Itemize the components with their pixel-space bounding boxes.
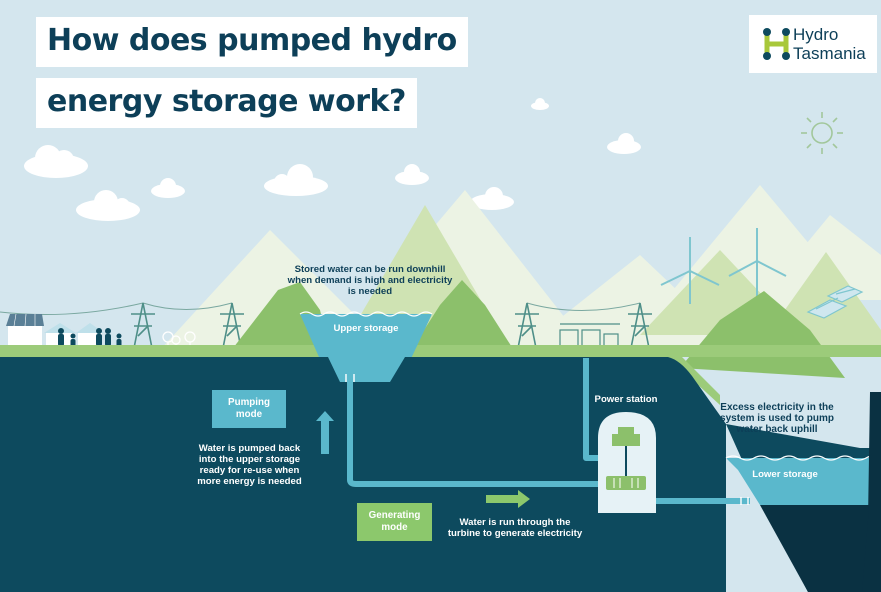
right-arrow-icon [486, 490, 530, 508]
pylon [628, 302, 652, 349]
cloud [151, 178, 185, 198]
pipe-inlets [345, 374, 749, 505]
pumping-caption: Water is pumped back into the upper stor… [191, 443, 308, 487]
upper-storage-label: Upper storage [333, 323, 399, 334]
sun-icon [801, 112, 843, 154]
cloud [395, 164, 429, 185]
pylon [220, 302, 244, 349]
power-station-label: Power station [594, 394, 658, 405]
caption-line: water back uphill [736, 424, 818, 435]
people [58, 328, 122, 347]
caption-line: into the upper storage [198, 454, 301, 465]
pylons [131, 302, 652, 349]
caption-line: more energy is needed [197, 476, 302, 487]
cloud [24, 145, 88, 178]
cloud [470, 187, 514, 210]
excess-electricity-caption: Excess electricity in the system is used… [715, 402, 839, 435]
caption-line: is needed [347, 286, 393, 297]
lower-storage-label: Lower storage [752, 469, 818, 480]
caption-line: when demand is high and electricity [287, 275, 453, 286]
hydro-tasmania-logo-icon [763, 28, 790, 60]
solar-panels [806, 285, 864, 319]
caption-line: ready for re-use when [199, 465, 300, 476]
caption-line: system is used to pump [720, 413, 834, 424]
cloud [531, 98, 549, 110]
wind-turbine [660, 237, 720, 304]
cloud [264, 164, 328, 196]
page-title-line-2: energy storage work? [36, 78, 417, 128]
grass-strip [0, 345, 881, 357]
pylon [131, 302, 155, 349]
page-title-line-1: How does pumped hydro [36, 17, 468, 67]
pylon [515, 302, 539, 349]
logo-line-1: Hydro [793, 25, 839, 44]
logo-text: Hydro Tasmania [793, 25, 866, 63]
badge-line: Generating [368, 510, 421, 521]
clouds [24, 98, 641, 221]
caption-line: Water is run through the [459, 517, 571, 528]
houses [6, 313, 104, 348]
caption-line: Water is pumped back [198, 443, 301, 454]
dam-wall [862, 392, 881, 592]
caption-line: turbine to generate electricity [447, 528, 583, 539]
generating-caption: Water is run through the turbine to gene… [440, 517, 590, 539]
badge-line: mode [235, 409, 263, 420]
stored-water-caption: Stored water can be run downhill when de… [272, 264, 468, 297]
cloud [607, 133, 641, 154]
badge-line: Pumping [228, 397, 270, 408]
logo-line-2: Tasmania [793, 44, 866, 63]
cloud [76, 190, 140, 221]
lower-storage [726, 458, 881, 505]
wind-turbines [660, 228, 787, 304]
up-arrow-icon [316, 411, 334, 454]
power-station [598, 412, 656, 513]
ground [0, 357, 726, 592]
caption-line: Excess electricity in the [720, 402, 834, 413]
generating-mode-badge: Generating mode [357, 503, 432, 541]
lower-basin-wall [760, 505, 881, 592]
badge-line: mode [381, 522, 408, 533]
wind-turbine [728, 228, 787, 298]
caption-line: Stored water can be run downhill [294, 264, 446, 275]
pumping-mode-badge: Pumping mode [212, 390, 286, 428]
logo: Hydro Tasmania [749, 15, 877, 73]
